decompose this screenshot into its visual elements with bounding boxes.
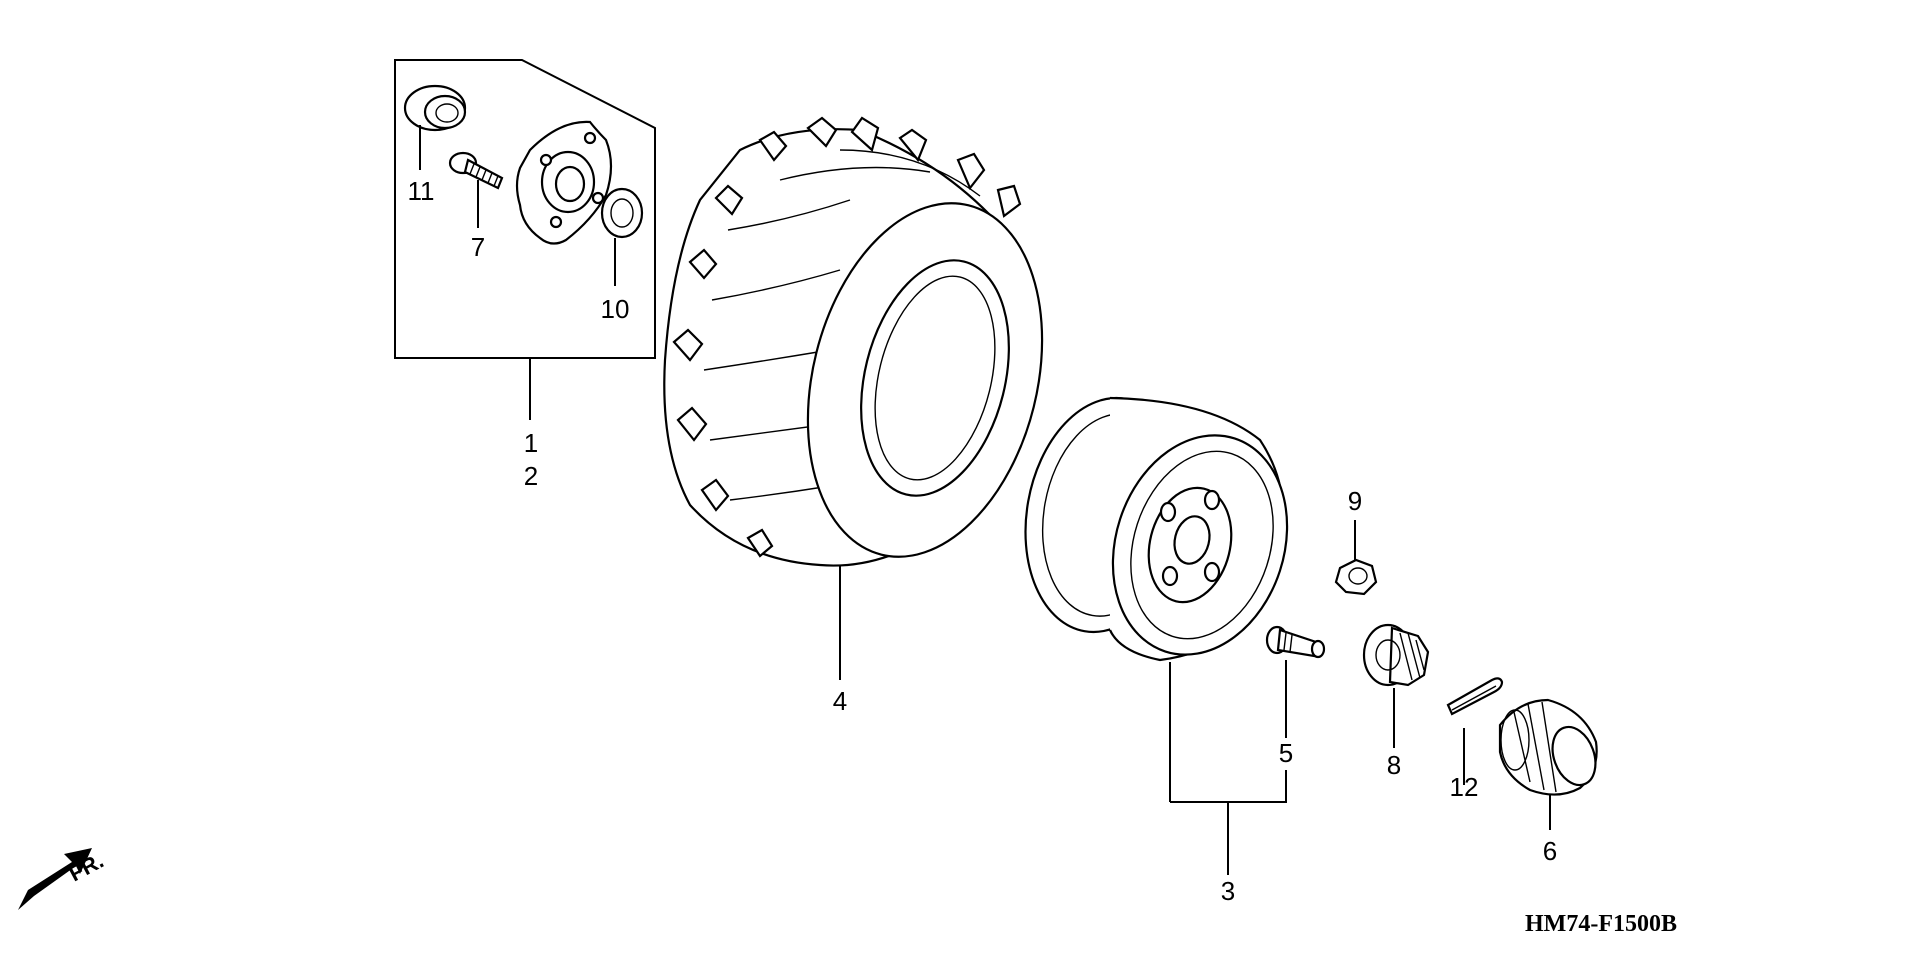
nut-part-9 [1334, 520, 1378, 596]
label-11: 11 [408, 176, 435, 206]
seal-part-10 [600, 187, 644, 286]
valve-part-5 [1265, 625, 1326, 738]
hub-flange [515, 120, 613, 245]
label-4: 4 [833, 686, 847, 716]
castle-nut-part-8 [1362, 623, 1430, 748]
hub-assembly-group [394, 59, 656, 420]
cotter-pin-part-12 [1446, 677, 1504, 785]
label-8: 8 [1387, 750, 1401, 780]
front-direction-indicator: FR. [18, 848, 108, 910]
label-7: 7 [471, 232, 485, 262]
hub-group-bracket [394, 59, 656, 359]
label-9: 9 [1348, 486, 1362, 516]
bolt-part-7 [448, 151, 504, 228]
collar-part-11 [403, 84, 467, 170]
front-arrow-icon [18, 848, 92, 910]
cap-part-6 [1498, 698, 1598, 830]
label-2: 2 [524, 461, 538, 491]
label-5: 5 [1279, 738, 1293, 768]
diagram-code: HM74-F1500B [1525, 911, 1677, 937]
tire-part-4 [663, 116, 1044, 680]
label-12: 12 [1450, 772, 1479, 802]
label-10: 10 [601, 294, 630, 324]
label-6: 6 [1543, 836, 1557, 866]
rim-part-3 [1024, 396, 1289, 802]
rim-bracket [1170, 770, 1287, 803]
label-1: 1 [524, 428, 538, 458]
label-3: 3 [1221, 876, 1235, 906]
